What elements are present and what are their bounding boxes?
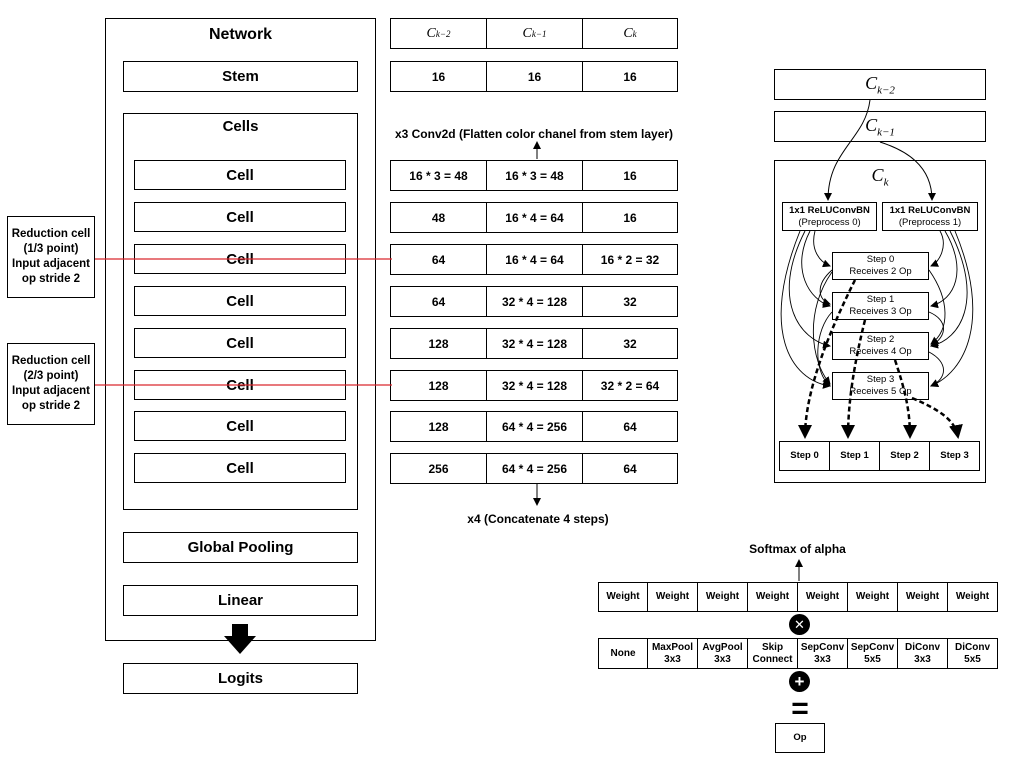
weight-row: Weight Weight Weight Weight Weight Weigh… xyxy=(598,582,999,612)
table-cell: 48 xyxy=(390,202,487,233)
table-cell: 32 * 2 = 64 xyxy=(582,370,678,401)
table-cell: 16 * 4 = 64 xyxy=(486,244,583,275)
input-c-k-2: Ck−2 xyxy=(774,69,986,100)
weight-cell: Weight xyxy=(747,582,798,612)
table-cell: 32 * 4 = 128 xyxy=(486,286,583,317)
step-output: Step 2 xyxy=(880,441,930,471)
add-icon: + xyxy=(789,671,810,692)
table-cell: 16 xyxy=(582,202,678,233)
softmax-label: Softmax of alpha xyxy=(749,542,846,556)
table-cell: 16 * 3 = 48 xyxy=(390,160,487,191)
weight-cell: Weight xyxy=(797,582,848,612)
table-cell: 32 xyxy=(582,328,678,359)
stem-channel-row: 16 16 16 xyxy=(390,61,678,92)
table-cell: 16 xyxy=(390,61,487,92)
stem-block: Stem xyxy=(123,61,358,92)
cell-block: Cell xyxy=(134,160,346,190)
table-cell: 16 * 2 = 32 xyxy=(582,244,678,275)
table-cell: 16 xyxy=(582,160,678,191)
cell-block: Cell xyxy=(134,453,346,483)
weight-cell: Weight xyxy=(598,582,648,612)
weight-cell: Weight xyxy=(947,582,998,612)
step-output: Step 3 xyxy=(930,441,980,471)
table-cell: 64 * 4 = 256 xyxy=(486,411,583,442)
global-pooling-block: Global Pooling xyxy=(123,532,358,563)
input-c-k-1: Ck−1 xyxy=(774,111,986,142)
table-cell: 16 * 3 = 48 xyxy=(486,160,583,191)
linear-block: Linear xyxy=(123,585,358,616)
cell-block: Cell xyxy=(134,286,346,316)
conv-note: x3 Conv2d (Flatten color chanel from ste… xyxy=(394,127,674,141)
step-output: Step 0 xyxy=(779,441,830,471)
weight-cell: Weight xyxy=(847,582,898,612)
multiply-icon: ✕ xyxy=(789,614,810,635)
table-cell: 64 xyxy=(390,286,487,317)
cells-title: Cells xyxy=(222,118,259,135)
reduction-label: Reduction cell (2/3 point) Input adjacen… xyxy=(7,343,95,425)
op-cell: None xyxy=(598,638,648,669)
preprocess-0-block: 1x1 ReLUConvBN(Preprocess 0) xyxy=(782,202,877,231)
weight-cell: Weight xyxy=(697,582,748,612)
table-cell: 64 xyxy=(582,453,678,484)
op-result-block: Op xyxy=(775,723,825,753)
cell-output-label: Ck xyxy=(871,165,889,189)
table-cell: 128 xyxy=(390,328,487,359)
table-cell: 64 * 4 = 256 xyxy=(486,453,583,484)
table-cell: 32 * 4 = 128 xyxy=(486,328,583,359)
step-output: Step 1 xyxy=(830,441,880,471)
concat-note: x4 (Concatenate 4 steps) xyxy=(467,512,609,526)
step-output-row: Step 0 Step 1 Step 2 Step 3 xyxy=(779,441,980,471)
table-cell: 64 xyxy=(582,411,678,442)
logits-block: Logits xyxy=(123,663,358,694)
preprocess-1-block: 1x1 ReLUConvBN(Preprocess 1) xyxy=(882,202,978,231)
table-cell: 32 * 4 = 128 xyxy=(486,370,583,401)
table-cell: 64 xyxy=(390,244,487,275)
table-cell: 16 * 4 = 64 xyxy=(486,202,583,233)
table-cell: 32 xyxy=(582,286,678,317)
cell-block: Cell xyxy=(134,202,346,232)
cell-block: Cell xyxy=(134,411,346,441)
reduction-label: Reduction cell (1/3 point) Input adjacen… xyxy=(7,216,95,298)
table-cell: 128 xyxy=(390,411,487,442)
equals-icon: = xyxy=(791,692,809,725)
table-cell: 16 xyxy=(486,61,583,92)
table-cell: 256 xyxy=(390,453,487,484)
weight-cell: Weight xyxy=(897,582,948,612)
table-cell: 16 xyxy=(582,61,678,92)
cell-block: Cell xyxy=(134,328,346,358)
network-title: Network xyxy=(208,26,273,43)
down-arrow-icon xyxy=(224,624,256,654)
